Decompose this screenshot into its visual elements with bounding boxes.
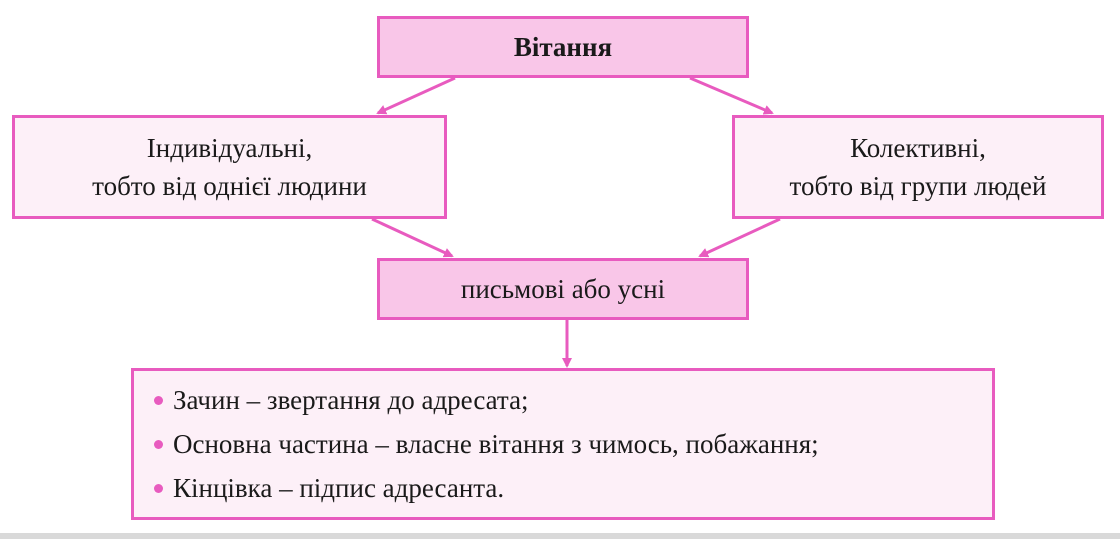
list-item: Кінцівка – підпис адресанта. — [154, 466, 504, 510]
list-item-text: Кінцівка – підпис адресанта. — [173, 473, 505, 503]
title-text: Вітання — [513, 31, 613, 62]
bullet-icon — [154, 395, 163, 405]
list-item-text: Зачин – звертання до адресата; — [173, 385, 529, 415]
arrow-title-to-left — [376, 76, 456, 115]
title-box: Вітання — [377, 16, 749, 78]
arrow-right-to-middle — [698, 217, 781, 258]
bullet-icon — [154, 483, 163, 493]
structure-list-box: Зачин – звертання до адресата; Основна ч… — [131, 368, 995, 520]
list-item: Основна частина – власне вітання з чимос… — [154, 422, 819, 466]
bullet-icon — [154, 439, 163, 449]
list-item: Зачин – звертання до адресата; — [154, 378, 529, 422]
form-box: письмові або усні — [377, 258, 749, 320]
collective-line-2: тобто від групи людей — [789, 171, 1047, 201]
individual-line-1: Індивідуальні, — [146, 133, 313, 163]
list-item-text: Основна частина – власне вітання з чимос… — [173, 429, 819, 459]
form-text: письмові або усні — [460, 273, 666, 304]
arrow-left-to-middle — [371, 217, 454, 258]
individual-box: Індивідуальні, тобто від однієї людини — [12, 115, 447, 219]
collective-line-1: Колективні, — [850, 133, 986, 163]
collective-box: Колективні, тобто від групи людей — [732, 115, 1104, 219]
arrow-title-to-right — [689, 76, 774, 115]
individual-line-2: тобто від однієї людини — [92, 171, 367, 201]
bottom-divider — [0, 533, 1120, 539]
